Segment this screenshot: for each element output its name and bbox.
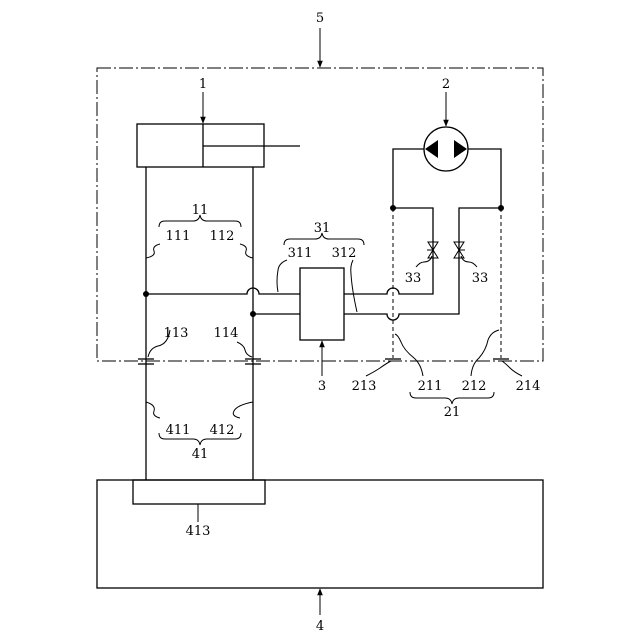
leader-214	[502, 361, 522, 376]
leader-411	[146, 402, 160, 418]
boundary-5	[97, 68, 543, 361]
label-4: 4	[316, 619, 324, 634]
label-213: 213	[352, 379, 377, 394]
leader-212	[471, 330, 499, 376]
junction-dot	[143, 291, 149, 297]
leader-312	[351, 260, 357, 312]
label-214: 214	[516, 379, 541, 394]
label-11: 11	[192, 203, 209, 218]
label-31: 31	[314, 221, 331, 236]
label-3: 3	[318, 379, 326, 394]
leader-311	[277, 260, 287, 292]
pipe-lower-right	[344, 208, 501, 320]
component-3-box	[300, 268, 344, 340]
label-212: 212	[462, 379, 487, 394]
label-33-right: 33	[472, 271, 489, 286]
label-311: 311	[288, 246, 313, 261]
label-2: 2	[442, 77, 450, 92]
component-2-pump	[393, 127, 501, 208]
label-5: 5	[316, 11, 324, 26]
label-114: 114	[214, 326, 239, 341]
label-33-left: 33	[405, 271, 422, 286]
label-113: 113	[164, 326, 189, 341]
component-413-box	[133, 480, 265, 504]
junction-dot	[250, 311, 256, 317]
leader-114	[237, 342, 252, 357]
label-312: 312	[332, 246, 357, 261]
leader-211	[395, 334, 423, 376]
label-211: 211	[418, 379, 443, 394]
label-21: 21	[444, 405, 461, 420]
label-411: 411	[166, 423, 191, 438]
leader-111	[146, 244, 160, 258]
component-1-cylinder	[137, 124, 300, 167]
leader-412	[233, 402, 253, 418]
label-111: 111	[166, 229, 191, 244]
label-412: 412	[210, 423, 235, 438]
pipe-upper-left	[146, 288, 300, 294]
leader-112	[240, 244, 253, 258]
leader-213	[366, 361, 391, 376]
label-413: 413	[186, 524, 211, 539]
component-4-box	[97, 480, 543, 588]
label-41: 41	[192, 447, 209, 462]
label-112: 112	[210, 229, 235, 244]
label-1: 1	[199, 77, 207, 92]
